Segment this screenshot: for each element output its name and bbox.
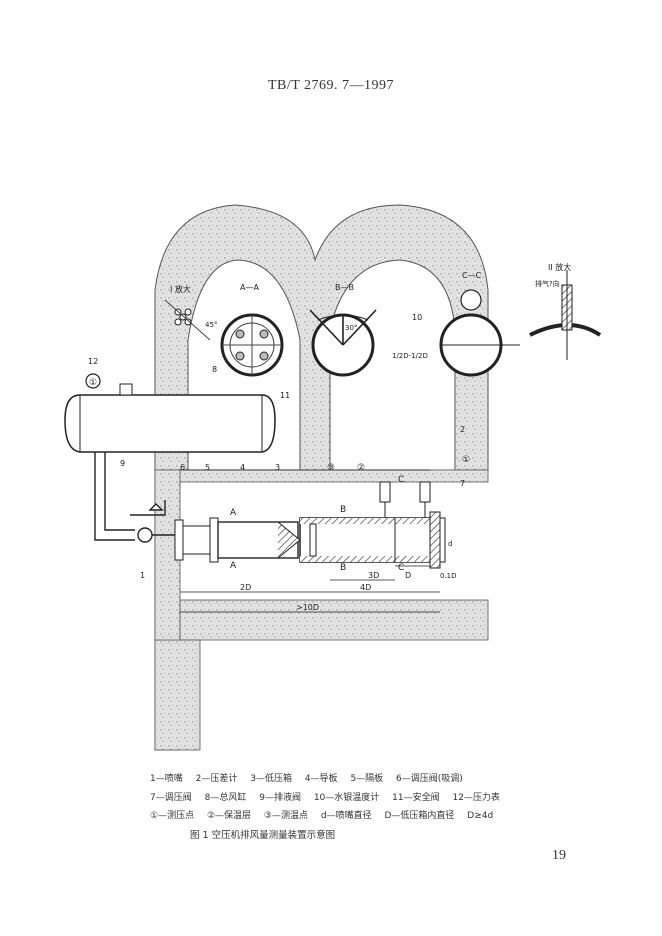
letter-c-top: C [398, 475, 404, 485]
callout-4: 4 [240, 463, 245, 472]
legend-item: 4—导板 [304, 774, 338, 784]
dimension-lines [180, 469, 440, 613]
callout-2: 2 [460, 425, 465, 434]
section-cc-label: C—C [462, 271, 482, 280]
len-10d-label: >10D [296, 603, 319, 612]
legend-line-1: 1—喷嘴 2—压差计 3—低压箱 4—导板 5—隔板 6—调压阀(吸调) [150, 771, 530, 784]
figure-caption: 图 1 空压机排风量测量装置示意图 [190, 830, 336, 841]
section-cc [439, 289, 520, 377]
letter-b-bottom: B [340, 563, 346, 573]
detail-ii [529, 270, 602, 360]
circled-1-right: ① [462, 455, 470, 465]
callout-10: 10 [412, 313, 422, 322]
callout-8: 8 [212, 365, 217, 374]
detail-i [164, 299, 211, 341]
legend-item: D≥4d [467, 811, 494, 821]
legend-item: 10—水银温度计 [313, 793, 380, 803]
legend-item: ②—保温层 [206, 811, 252, 821]
section-aa-label: A—A [240, 283, 259, 292]
legend-item: 1—喷嘴 [150, 774, 183, 784]
low-pressure-tank [174, 481, 446, 569]
angle-45-label: 45° [205, 321, 217, 329]
len-01d-label: 0.1D [440, 572, 457, 580]
legend-item: 2—压差计 [195, 774, 238, 784]
legend-item: 7—调压阀 [150, 793, 192, 803]
callout-6: 6 [180, 463, 185, 472]
concrete-structure [154, 204, 489, 751]
legend-item: 9—排液阀 [259, 793, 301, 803]
pressure-gauge-marker [85, 373, 101, 389]
letter-a-top: A [230, 508, 237, 518]
len-3d-label: 3D [368, 571, 379, 580]
detail-ii-label: II 放大 [548, 262, 571, 272]
fraction-label: 1/2D-1/2D [392, 352, 428, 360]
callout-3: 3 [275, 463, 280, 472]
callout-1: 1 [140, 571, 145, 580]
legend-item: 11—安全阀 [392, 793, 440, 803]
angle-30-label: 30° [345, 324, 357, 332]
callout-7: 7 [460, 479, 465, 488]
callout-5: 5 [205, 463, 210, 472]
callout-11: 11 [280, 391, 290, 400]
legend-item: 5—隔板 [350, 774, 384, 784]
legend-item: ③—测温点 [263, 811, 308, 821]
page-number: 19 [552, 848, 566, 863]
piping [94, 452, 175, 543]
circled-3-label: ③ [327, 463, 335, 473]
section-aa [220, 313, 284, 377]
side-label: 排气?向 [535, 279, 560, 288]
legend-item: 12—压力表 [452, 793, 500, 803]
document-code: TB/T 2769. 7—1997 [267, 78, 395, 93]
len-d-label: D [405, 571, 411, 580]
letter-b-top: B [340, 505, 346, 515]
callout-12: 12 [88, 357, 98, 366]
legend-item: D—低压箱内直径 [384, 811, 455, 821]
section-bb-label: B—B [335, 283, 354, 292]
main-reservoir [64, 383, 276, 453]
schematic-figure: ① [64, 204, 602, 751]
detail-i-label: I 放大 [170, 284, 191, 294]
legend-line-3: ①—测压点 ②—保温层 ③—测温点 d—喷嘴直径 D—低压箱内直径 D≥4d [150, 808, 530, 821]
legend-item: d—喷嘴直径 [320, 811, 372, 821]
letter-a-bottom: A [230, 561, 237, 571]
len-d-small-label: d [448, 540, 452, 548]
len-4d-label: 4D [360, 583, 371, 592]
legend-item: 3—低压箱 [250, 774, 292, 784]
legend-item: ①—测压点 [150, 811, 195, 821]
letter-c-bottom: C [398, 563, 404, 573]
legend-item: 6—调压阀(吸调) [396, 774, 463, 784]
legend-item: 8—总风缸 [204, 793, 247, 803]
callout-9: 9 [120, 459, 125, 468]
circled-2-label: ② [357, 463, 365, 473]
len-2d-label: 2D [240, 583, 251, 592]
legend-line-2: 7—调压阀 8—总风缸 9—排液阀 10—水银温度计 11—安全阀 12—压力表 [150, 790, 530, 803]
circled-1-label: ① [89, 378, 97, 388]
section-bb [309, 309, 377, 377]
